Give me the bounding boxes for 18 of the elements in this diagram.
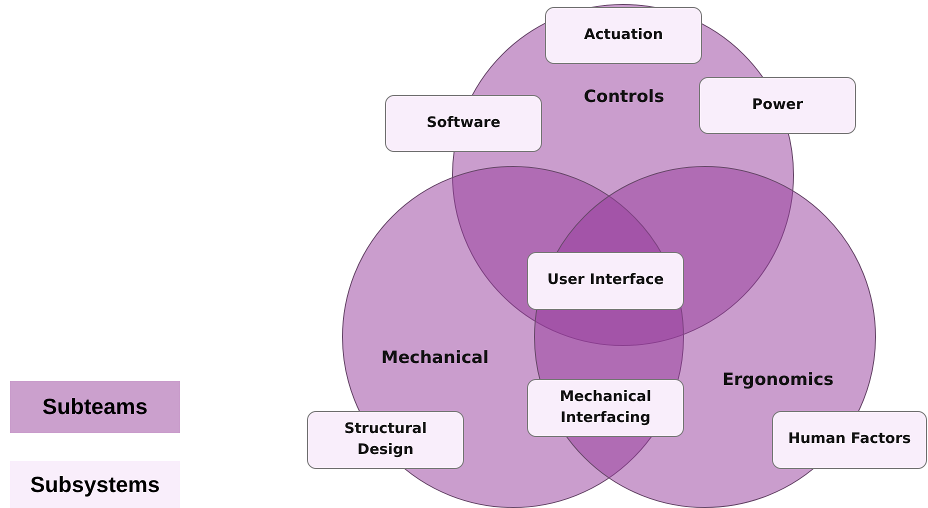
legend-label: Subsystems — [30, 472, 160, 498]
subsystem-box — [385, 95, 542, 152]
legend-label: Subteams — [42, 394, 148, 420]
subsystem-label: Human Factors — [788, 430, 911, 450]
subsystem-box — [699, 77, 856, 134]
subsystem-label: Structural Design — [343, 420, 428, 460]
subsystem-box — [527, 252, 684, 310]
subteam-label: Mechanical — [381, 348, 489, 368]
subsystem-label: User Interface — [547, 271, 664, 290]
subteam-label: Controls — [584, 87, 664, 107]
subsystem-box — [307, 411, 464, 469]
subsystem-label: Actuation — [584, 26, 664, 45]
subsystem-label: Software — [426, 114, 500, 133]
subteam-label: Ergonomics — [722, 370, 834, 390]
subsystem-box — [772, 411, 927, 469]
subsystem-label: Power — [752, 96, 803, 115]
subsystem-label: Mechanical Interfacing — [558, 388, 652, 428]
subsystem-box — [527, 379, 684, 437]
